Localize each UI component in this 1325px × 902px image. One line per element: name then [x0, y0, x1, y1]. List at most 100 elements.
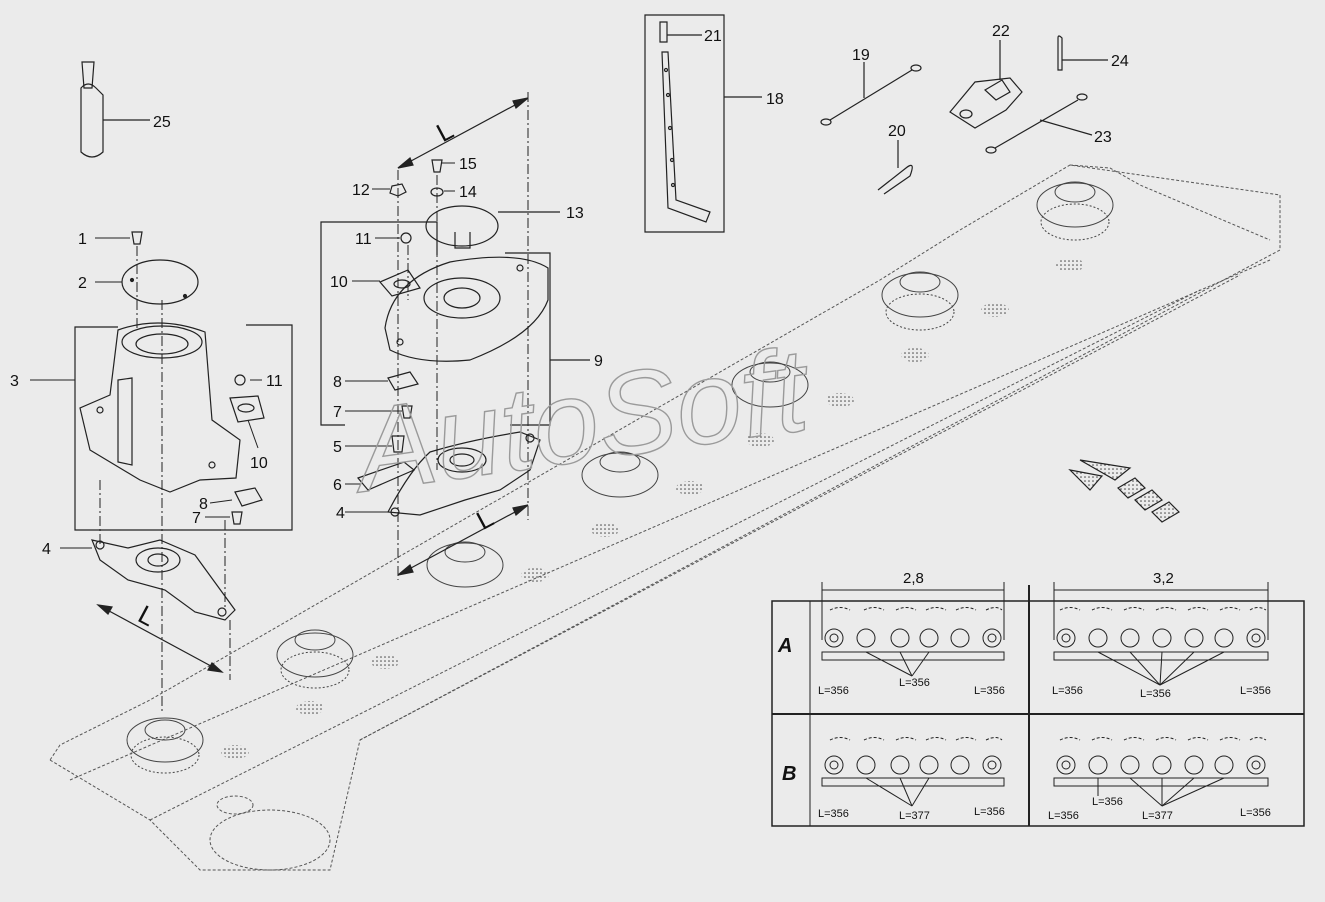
callout-15: 15: [459, 156, 477, 173]
callout-5: 5: [333, 439, 342, 456]
callout-18: 18: [766, 91, 784, 108]
row-B-right-label-2: L=356: [1092, 796, 1123, 808]
callout-leaders: [30, 162, 455, 549]
part-3-housing-group-frame: [74, 324, 293, 531]
callout-4-left: 4: [42, 541, 51, 558]
callout-22: 22: [992, 23, 1010, 40]
part-7-bolt-middle: [401, 405, 413, 419]
row-A-left-bar: [821, 607, 1005, 677]
dimension-L-top-label: L: [431, 115, 458, 148]
part-11-nut-left: [234, 374, 246, 386]
part-23-cable: [985, 93, 1093, 154]
dimension-L-bottom: [397, 504, 529, 576]
callout-11-middle: 11: [355, 231, 372, 248]
disc-unit: [276, 629, 354, 689]
disc-unit: [1036, 181, 1114, 241]
callout-8-middle: 8: [333, 374, 342, 391]
part-22-bracket: [949, 40, 1023, 129]
row-A-right-bar: [1053, 607, 1269, 686]
callout-9: 9: [594, 353, 603, 370]
callout-12: 12: [352, 182, 370, 199]
disc-unit: [426, 541, 504, 588]
callout-23: 23: [1094, 129, 1112, 146]
callout-4-middle: 4: [336, 505, 345, 522]
callout-10-middle: 10: [330, 274, 348, 291]
callout-8-left: 8: [199, 496, 208, 513]
part-4-mount-middle: [387, 431, 541, 517]
row-A-right-label-2: L=356: [1140, 688, 1171, 700]
part-24-pin: [1057, 35, 1108, 71]
width-dimension-lines: [821, 582, 1269, 640]
width-2-8: 2,8: [903, 570, 924, 587]
part-4-mount-left: [91, 539, 236, 621]
row-B-right-bar: [1053, 737, 1269, 807]
callout-7-middle: 7: [333, 404, 342, 421]
dimension-L-left: [96, 604, 224, 673]
part-7-bolt-left: [231, 511, 243, 525]
row-A-right-label-1: L=356: [1052, 685, 1083, 697]
part-1-screw: [131, 231, 143, 245]
centerlines-left: [99, 246, 231, 712]
watermark: AutoSoft: [342, 323, 819, 518]
part-25-sealant-tube: [80, 61, 150, 158]
disc-unit: [581, 451, 659, 498]
dimension-L-top: [397, 97, 529, 169]
row-B-left-label-2: L=377: [899, 810, 930, 822]
callout-24: 24: [1111, 53, 1129, 70]
part-8-plate-left: [234, 487, 263, 507]
part-9-disc-body: [384, 256, 549, 362]
row-B-left-bar: [821, 737, 1005, 807]
part-18-lever-group-frame: [644, 14, 762, 233]
callout-1: 1: [78, 231, 87, 248]
callout-14: 14: [459, 184, 477, 201]
part-3-gear-housing: [79, 322, 241, 493]
direction-arrow: [1068, 459, 1180, 523]
callout-2: 2: [78, 275, 87, 292]
row-letter-B: B: [782, 763, 796, 785]
callout-19: 19: [852, 47, 870, 64]
part-10-shoe-middle: [379, 269, 421, 297]
width-3-2: 3,2: [1153, 570, 1174, 587]
cutter-bar: [49, 164, 1281, 871]
bearing-rings: [221, 258, 1084, 759]
part-20-spring-pin: [877, 140, 913, 195]
row-B-right-label-4: L=356: [1240, 807, 1271, 819]
callout-3: 3: [10, 373, 19, 390]
callout-25: 25: [153, 114, 171, 131]
row-B-left-label-3: L=356: [974, 806, 1005, 818]
disc-units: [126, 181, 1114, 774]
part-19-cable: [820, 62, 922, 126]
part-18-lever: [661, 51, 711, 223]
part-21-clip: [659, 21, 702, 43]
callout-13: 13: [566, 205, 584, 222]
row-letter-A: A: [777, 635, 792, 657]
callout-7-left: 7: [192, 510, 201, 527]
part-2-cover-disc: [121, 259, 199, 305]
configuration-inset: 2,8 3,2 A B L=356 L=356 L=356 L=356 L=35…: [771, 570, 1305, 827]
disc-unit: [126, 717, 204, 774]
row-A-right-label-3: L=356: [1240, 685, 1271, 697]
row-A-left-label-1: L=356: [818, 685, 849, 697]
row-B-right-label-1: L=356: [1048, 810, 1079, 822]
row-B-right-label-3: L=377: [1142, 810, 1173, 822]
disc-unit: [881, 271, 959, 331]
callout-11-left: 11: [266, 373, 283, 390]
callout-20: 20: [888, 123, 906, 140]
disc-unit: [731, 361, 809, 408]
row-B-left-label-1: L=356: [818, 808, 849, 820]
part-12-nut: [389, 183, 407, 197]
callout-6: 6: [333, 477, 342, 494]
row-A-left-label-3: L=356: [974, 685, 1005, 697]
callout-21: 21: [704, 28, 722, 45]
dimension-L-bottom-label: L: [471, 502, 498, 535]
dimension-L-left-label: L: [133, 599, 160, 632]
row-A-left-label-2: L=356: [899, 677, 930, 689]
part-15-bolt: [431, 159, 443, 173]
part-10-shoe-left: [229, 395, 265, 423]
callout-10-left: 10: [250, 455, 268, 472]
part-13-disc-hub: [425, 205, 560, 249]
part-11-nut-middle: [400, 232, 412, 244]
part-5-bolt: [391, 435, 405, 453]
